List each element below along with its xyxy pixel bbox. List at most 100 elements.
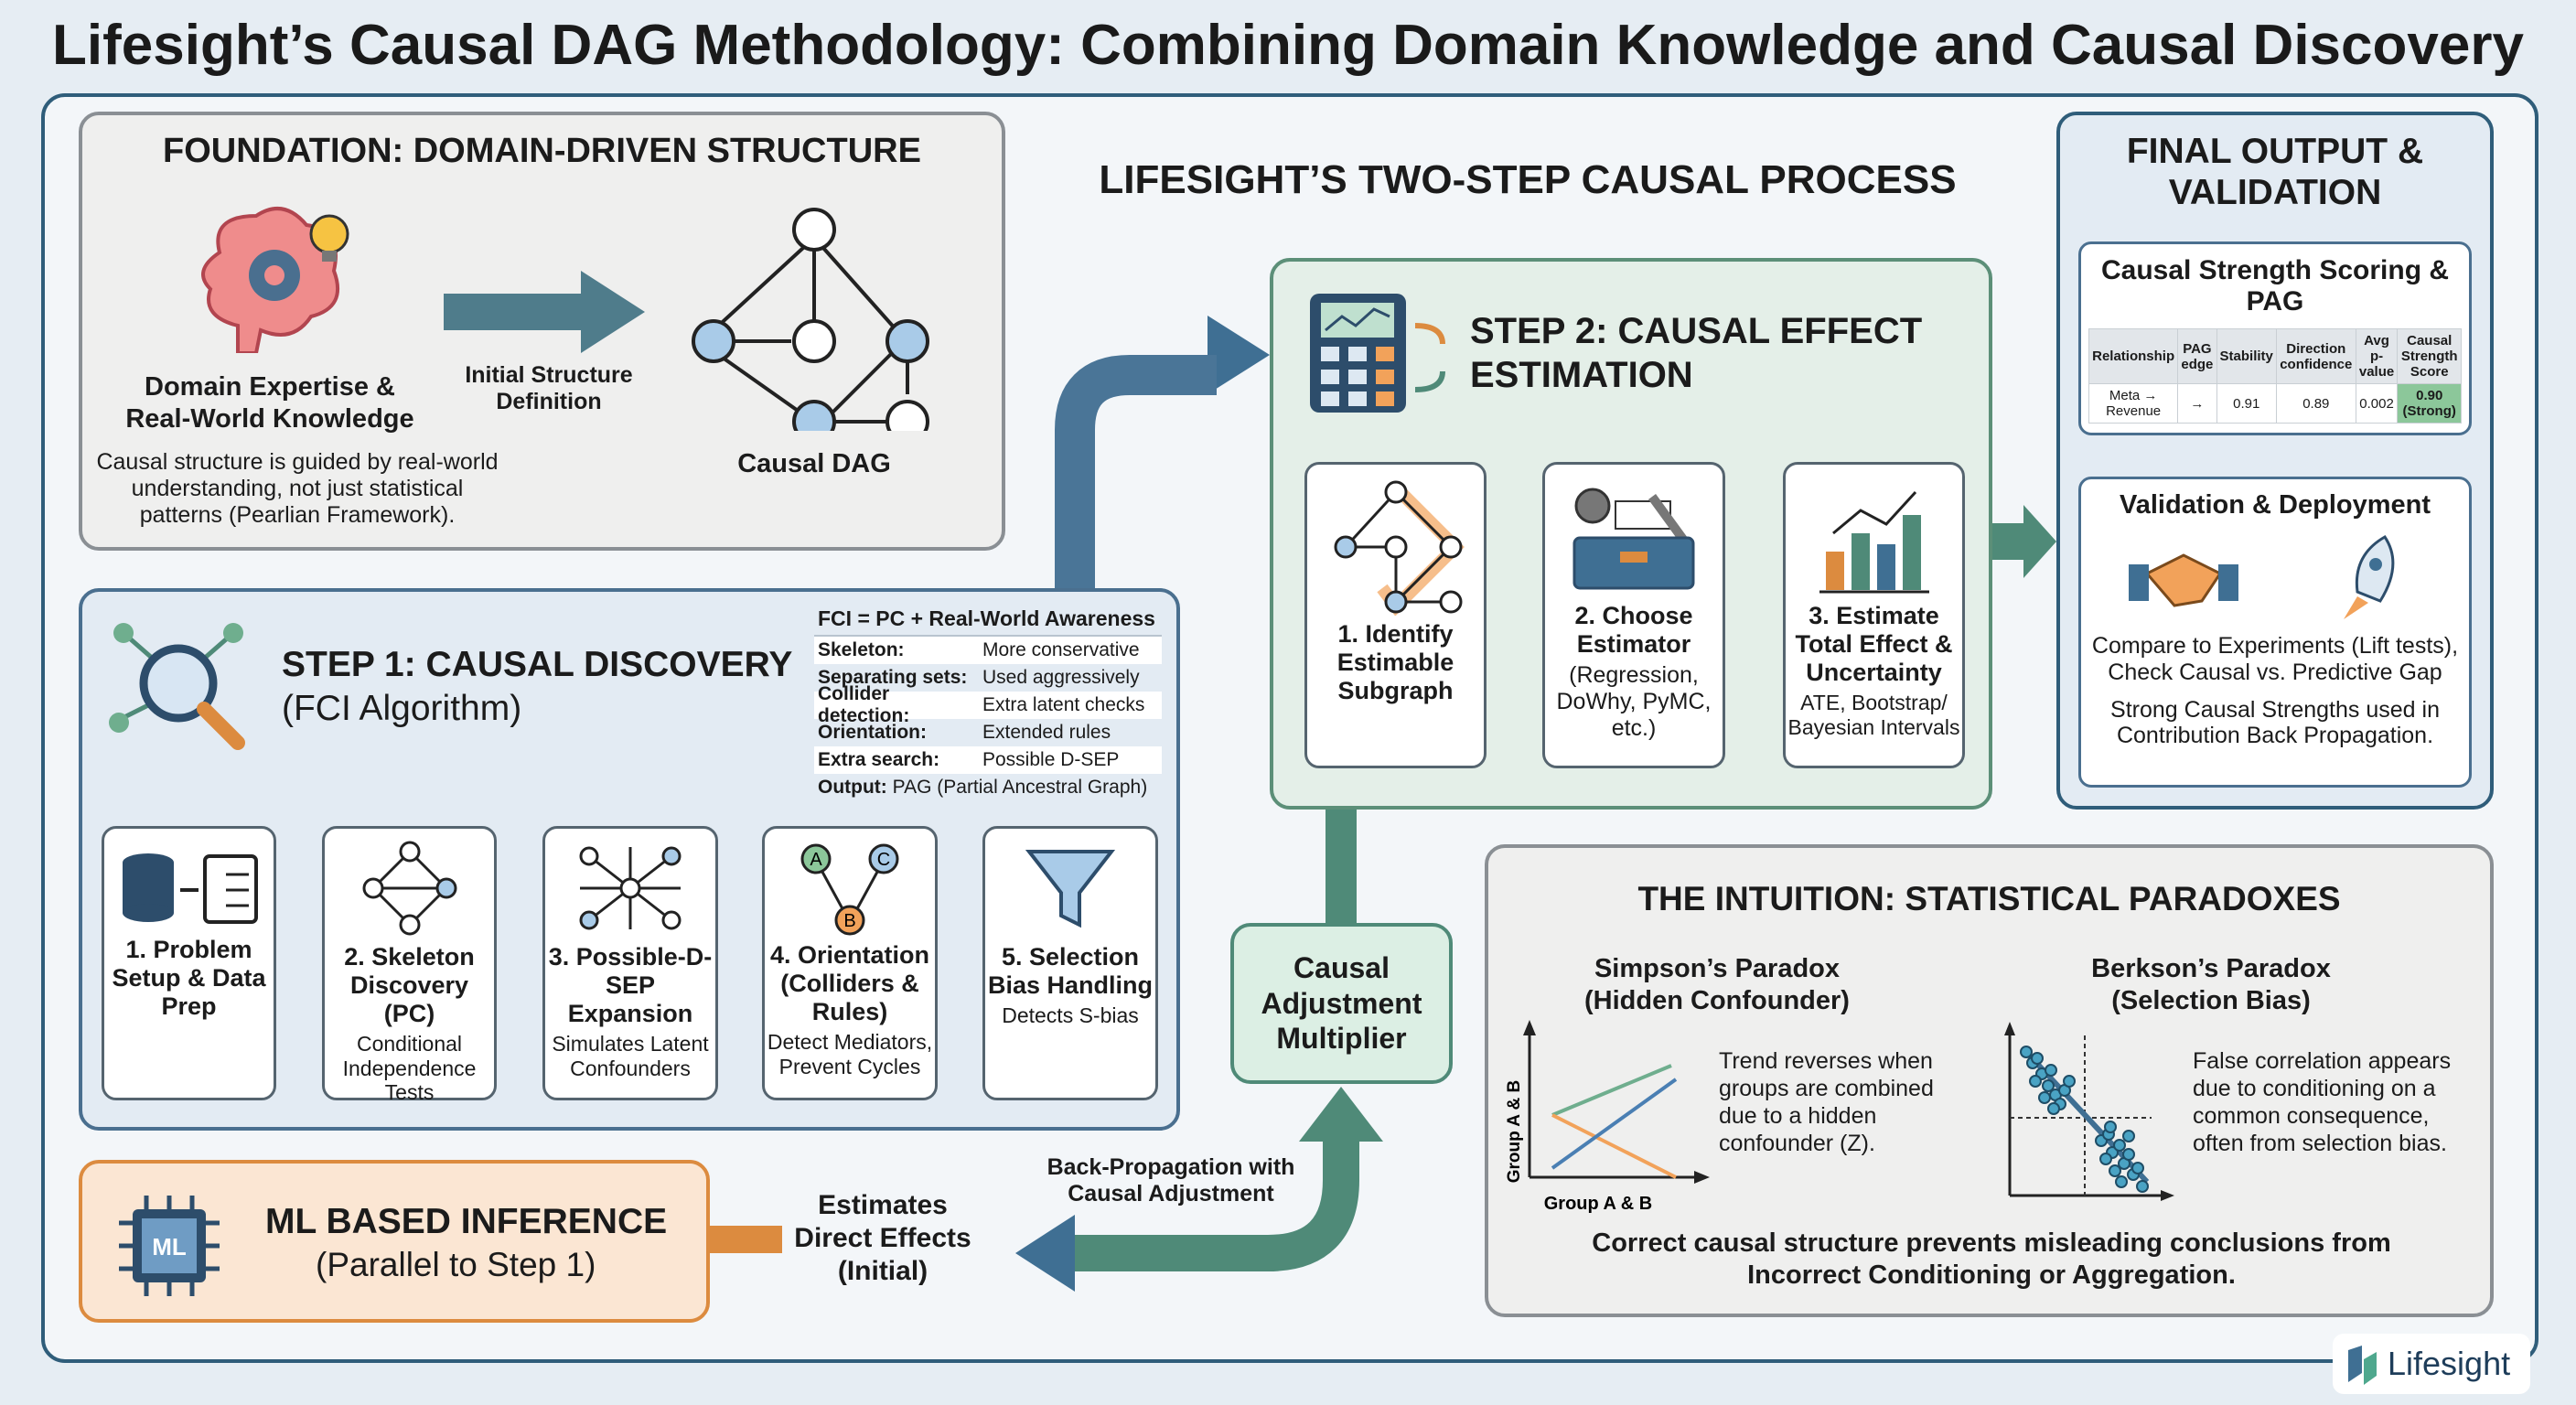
subgraph-icon [1334,480,1465,617]
scatter-point [2047,1102,2060,1115]
node-label: A [810,850,822,870]
step2-card-estimate-effect: 3. Estimate Total Effect & Uncertainty A… [1783,462,1965,768]
card-title: 3. Estimate Total Effect & Uncertainty [1795,602,1953,687]
scatter-point [2115,1175,2128,1188]
step2-card-identify: 1. Identify Estimable Subgraph [1304,462,1487,768]
validation-title: Validation & Deployment [2120,490,2431,520]
card-title: 2. Choose Estimator [1574,602,1693,659]
card-subtitle: Detect Mediators, Prevent Cycles [767,1030,933,1078]
brain-gear-icon [201,207,349,353]
step1-subheading: (FCI Algorithm) [282,689,522,728]
fci-key: Extra search: [818,749,940,770]
card-subtitle: (Regression, DoWhy, PyMC, etc.) [1556,662,1712,741]
foundation-panel: FOUNDATION: DOMAIN-DRIVEN STRUCTURE Doma… [79,112,1005,551]
card-title: 5. Selection Bias Handling [987,943,1154,1000]
fci-row: Skeleton:More conservative [814,637,1162,664]
scatter-point [2136,1180,2149,1193]
column-header: Direction confidence [2275,328,2356,384]
table-cell: Meta → Revenue [2088,383,2179,424]
step1-card-possible-dsep: 3. Possible-D-SEP Expansion Simulates La… [542,826,718,1100]
trend-line-blue [1551,1078,1678,1170]
step1-heading: STEP 1: CAUSAL DISCOVERY [282,645,793,684]
berkson-chart [2004,1022,2174,1201]
foundation-description: Causal structure is guided by real-world… [96,449,499,528]
scatter-point [2099,1153,2112,1165]
simpson-chart: Group A & B Group A & B [1507,1020,1710,1214]
fci-key: Collider detection: [818,683,910,726]
table-cell: 0.91 [2216,383,2277,424]
rocket-icon [2344,535,2395,619]
fci-value: PAG (Partial Ancestral Graph) [892,777,1148,798]
expanded-graph-icon [579,846,682,930]
validation-text-2: Strong Causal Strengths used in Contribu… [2110,696,2440,749]
step1-card-selection-bias: 5. Selection Bias Handling Detects S-bia… [982,826,1158,1100]
fci-value: Used aggressively [982,667,1140,688]
trend-line-green [1551,1064,1672,1117]
initial-structure-label: Initial Structure Definition [465,362,633,414]
scatter-point [2122,1130,2135,1142]
column-header: Causal Strength Score [2397,328,2462,384]
ml-heading: ML BASED INFERENCE [265,1202,668,1241]
fci-row: Extra search:Possible D-SEP [814,746,1162,774]
fci-summary-table: FCI = PC + Real-World Awareness Skeleton… [814,603,1162,801]
ml-inference-panel: ML ML BASED INFERENCE (Parallel to Step … [79,1160,710,1323]
handshake-icon [2129,553,2238,607]
collider-abc-icon: A C B [800,843,899,936]
card-subtitle: Conditional Independence Tests [342,1032,477,1105]
column-header: Relationship [2088,328,2179,384]
simpson-title: Simpson’s Paradox (Hidden Confounder) [1584,954,1850,1015]
node-label: C [877,850,890,870]
page-title: Lifesight’s Causal DAG Methodology: Comb… [52,14,2524,77]
backprop-label: Back-Propagation with Causal Adjustment [1046,1154,1295,1207]
fci-key: Separating sets: [818,667,968,688]
fci-title: FCI = PC + Real-World Awareness [814,603,1162,637]
scatter-point [2031,1052,2044,1065]
card-title: 1. Problem Setup & Data Prep [112,936,266,1021]
step1-card-skeleton: 2. Skeleton Discovery (PC) Conditional I… [322,826,497,1104]
validation-card: Validation & Deployment Compare to Exper… [2078,477,2472,788]
funnel-icon [1025,850,1116,928]
fci-key: Output: [818,777,887,798]
scatter-point [2045,1064,2057,1077]
intuition-conclusion: Correct causal structure prevents mislea… [1592,1228,2391,1290]
database-checklist-icon [122,853,258,924]
fci-value: More conservative [982,639,1140,660]
magnifier-network-icon [109,623,245,750]
berkson-text: False correlation appears due to conditi… [2193,1048,2452,1156]
table-cell-strength: 0.90 (Strong) [2397,383,2462,424]
step1-card-orientation: A C B 4. Orientation (Colliders & Rules)… [762,826,938,1100]
toolbox-icon [1572,488,1695,590]
graph-network-icon [362,841,456,936]
intuition-heading: THE INTUITION: STATISTICAL PARADOXES [1637,880,2341,917]
scatter-point [2042,1079,2055,1092]
column-header: Stability [2216,328,2277,384]
intuition-panel: THE INTUITION: STATISTICAL PARADOXES Sim… [1485,844,2494,1317]
scatter-point [2113,1139,2126,1152]
logo-text: Lifesight [2388,1345,2511,1382]
scatter-point [2063,1075,2076,1088]
lifesight-logo: Lifesight [2333,1334,2530,1394]
scatter-point [2109,1164,2121,1177]
card-title: 1. Identify Estimable Subgraph [1336,620,1454,705]
berkson-title: Berkson’s Paradox (Selection Bias) [2091,954,2331,1015]
lifesight-logo-icon [2348,1346,2377,1385]
ml-subheading: (Parallel to Step 1) [316,1246,596,1283]
card-subtitle: Simulates Latent Confounders [552,1032,709,1080]
card-title: 3. Possible-D-SEP Expansion [548,943,713,1028]
foundation-heading: FOUNDATION: DOMAIN-DRIVEN STRUCTURE [163,132,921,170]
card-title: 4. Orientation (Colliders & Rules) [769,941,930,1026]
backprop-arrow [1070,1139,1359,1271]
column-header: PAG edge [2177,328,2217,384]
causal-dag-label: Causal DAG [737,449,891,478]
scatter-point [2020,1046,2033,1058]
arrow-right-icon [444,271,645,353]
step2-card-estimator: 2. Choose Estimator (Regression, DoWhy, … [1542,462,1725,768]
causal-dag-icon [692,208,929,431]
scatter-point [2038,1091,2051,1104]
chip-label: ML [152,1233,187,1260]
scatter-point [2029,1075,2042,1088]
fci-row: Orientation:Extended rules [814,719,1162,746]
ml-chip-icon: ML [119,1196,220,1296]
table-cell: 0.89 [2275,383,2356,424]
node-label: B [843,911,855,931]
